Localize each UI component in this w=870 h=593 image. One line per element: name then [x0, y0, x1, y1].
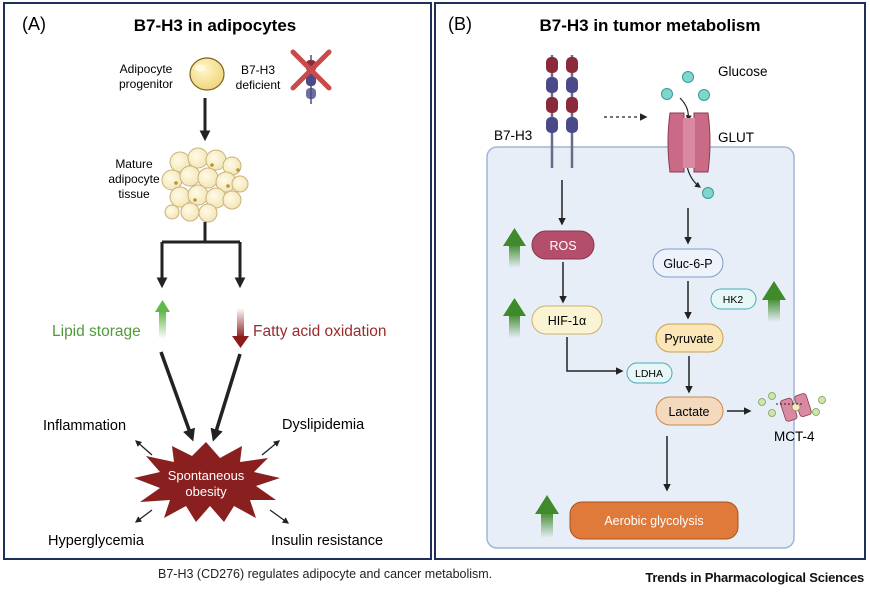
- ros-up-arrow-icon: [503, 228, 526, 268]
- gluc6p-label: Gluc-6-P: [663, 257, 712, 271]
- deficient-label-1: B7-H3: [241, 63, 275, 77]
- progenitor-label-2: progenitor: [119, 77, 173, 91]
- mct4-label: MCT-4: [774, 429, 815, 444]
- panel-a: (A) B7-H3 in adipocytes Adipocyte progen…: [3, 2, 432, 560]
- mct4-transporter-icon: [758, 392, 826, 422]
- journal-name: Trends in Pharmacological Sciences: [645, 570, 864, 585]
- aerobic-up-arrow-icon: [535, 495, 559, 538]
- arrow-up-green-icon: [155, 300, 170, 339]
- pyruvate-node: Pyruvate: [655, 323, 724, 353]
- glut-label: GLUT: [718, 130, 754, 145]
- ros-node: ROS: [531, 230, 595, 260]
- hif-label: HIF-1α: [548, 314, 586, 328]
- arrow-fatty-to-obesity: [210, 353, 242, 442]
- spontaneous-obesity-badge: Spontaneous obesity: [134, 442, 280, 522]
- mature-label-2: adipocyte: [108, 172, 160, 186]
- obesity-label-1: Spontaneous: [168, 468, 245, 483]
- inflammation-label: Inflammation: [43, 418, 126, 434]
- panel-b: (B) B7-H3 in tumor metabolism B7-H3: [434, 2, 866, 560]
- deficient-label-2: deficient: [236, 78, 281, 92]
- adipocyte-progenitor-icon: [189, 57, 225, 91]
- lactate-label: Lactate: [668, 405, 709, 419]
- hif-up-arrow-icon: [503, 298, 526, 338]
- obesity-label-2: obesity: [185, 484, 227, 499]
- figure-caption: B7-H3 (CD276) regulates adipocyte and ca…: [158, 567, 493, 581]
- hif-node: HIF-1α: [531, 305, 603, 335]
- hk2-node: HK2: [710, 288, 757, 310]
- hk2-label: HK2: [723, 294, 744, 306]
- arrow-to-inflammation: [135, 440, 153, 456]
- ldha-node: LDHA: [626, 362, 673, 384]
- b7h3-deficient-icon: [306, 55, 316, 104]
- lactate-node: Lactate: [655, 396, 724, 426]
- panel-a-letter: (A): [22, 14, 46, 34]
- arrow-to-dyslipidemia: [261, 440, 281, 456]
- glucose-label: Glucose: [718, 64, 768, 79]
- panel-b-letter: (B): [448, 14, 472, 34]
- fatty-acid-oxidation-label: Fatty acid oxidation: [253, 323, 387, 340]
- glut-transporter-icon: [667, 112, 711, 173]
- glucose-exit-arrow: [686, 165, 701, 188]
- adipocyte-nuclei: [174, 163, 240, 202]
- aerobic-glycolysis-node: Aerobic glycolysis: [569, 501, 739, 540]
- aerobic-glycolysis-label: Aerobic glycolysis: [604, 514, 703, 528]
- hyperglycemia-label: Hyperglycemia: [48, 533, 145, 549]
- mature-adipocyte-tissue-icon: [161, 147, 249, 223]
- arrow-to-hyperglycemia: [134, 509, 153, 523]
- arrow-lipid-to-obesity: [159, 351, 195, 442]
- ros-label: ROS: [549, 239, 576, 253]
- pyruvate-label: Pyruvate: [664, 332, 713, 346]
- insulin-resistance-label: Insulin resistance: [271, 533, 383, 549]
- b7h3-label: B7-H3: [494, 128, 532, 143]
- progenitor-label-1: Adipocyte: [120, 62, 173, 76]
- arrow-to-insulin-resistance: [269, 509, 290, 524]
- dyslipidemia-label: Dyslipidemia: [282, 417, 365, 433]
- arrow-down-red-icon: [232, 308, 249, 348]
- panel-a-title: B7-H3 in adipocytes: [134, 16, 297, 35]
- b7h3-receptor-icon: [546, 55, 578, 168]
- mature-label-1: Mature: [115, 157, 153, 171]
- hk2-up-arrow-icon: [762, 281, 786, 322]
- gluc6p-node: Gluc-6-P: [652, 248, 724, 278]
- tumor-cell: [486, 146, 795, 549]
- cross-icon: [290, 49, 332, 91]
- ldha-label: LDHA: [635, 368, 663, 380]
- mature-label-3: tissue: [118, 187, 150, 201]
- panel-b-title: B7-H3 in tumor metabolism: [539, 16, 760, 35]
- lipid-storage-label: Lipid storage: [52, 323, 141, 340]
- arrow-hif-to-ldha: [566, 337, 624, 375]
- split-connector: [156, 222, 246, 289]
